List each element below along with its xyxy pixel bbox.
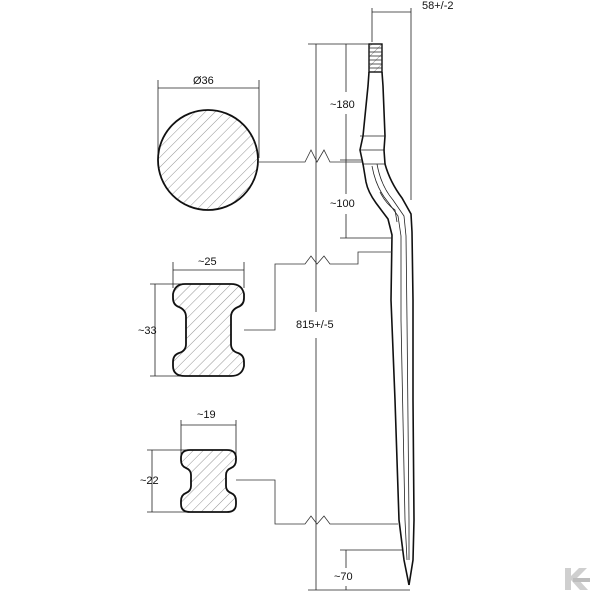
dim-round-diameter: Ø36 [193, 75, 214, 87]
dim-profile1-width: ~25 [198, 256, 217, 268]
thread-section [368, 43, 383, 73]
dim-width-top: 58+/-2 [422, 0, 454, 12]
section-profile-large: ~25 ~33 [138, 251, 392, 377]
dim-profile2-height: ~22 [140, 475, 159, 487]
dim-length-180: ~180 [330, 99, 355, 111]
dim-tip-70: ~70 [334, 571, 353, 583]
tine-left-edge [359, 71, 410, 586]
tine-right-edge [381, 71, 415, 586]
profile-large-cross-section [172, 283, 245, 377]
thread-marks [369, 47, 382, 69]
tine-inner-line-2 [376, 163, 410, 560]
round-cross-section [157, 109, 259, 211]
section-profile-small: ~19 ~22 [140, 409, 398, 525]
dim-profile2-width: ~19 [197, 409, 216, 421]
tine-inner-line-1 [371, 165, 408, 561]
dim-length-100: ~100 [330, 198, 355, 210]
leader-profile-large [244, 251, 392, 331]
section-round: Ø36 [157, 75, 362, 211]
leader-profile-small [236, 479, 398, 525]
dim-profile1-height: ~33 [138, 325, 157, 337]
leader-round [258, 149, 362, 163]
tine-outline [359, 43, 415, 586]
dim-total-length: 815+/-5 [296, 319, 334, 331]
brand-k-logo-icon [565, 568, 590, 590]
tine-inner-line-3 [379, 191, 398, 223]
collar-lines [360, 135, 386, 165]
profile-small-cross-section [180, 449, 237, 513]
dimension-lines [308, 8, 412, 591]
